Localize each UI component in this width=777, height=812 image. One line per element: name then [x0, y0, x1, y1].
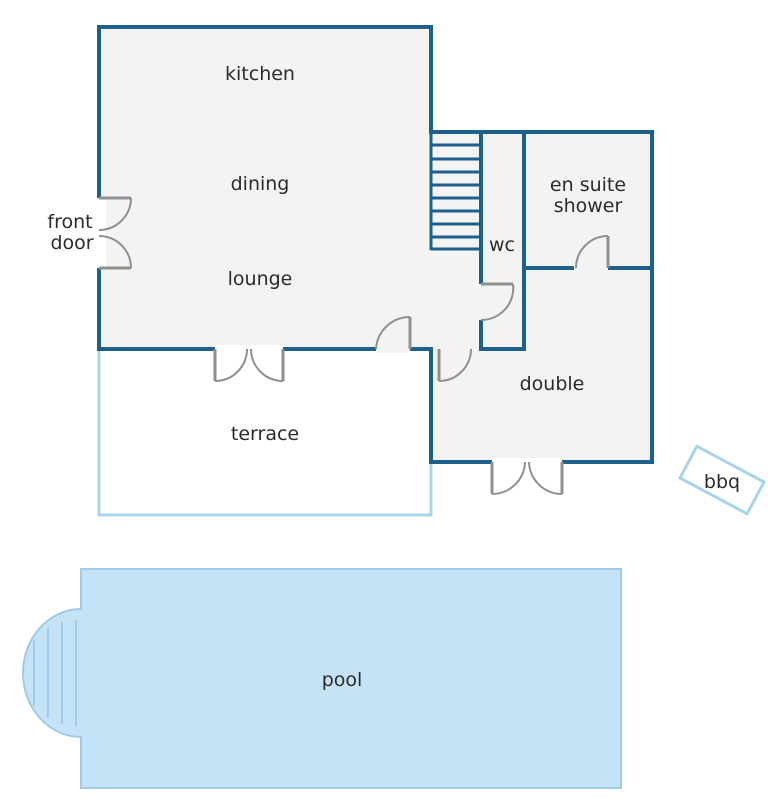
en-suite-label-line1: en suite: [550, 174, 626, 196]
pool-area: [22, 568, 622, 789]
lounge-corner-door: [375, 315, 412, 353]
pool-steps: [33, 620, 77, 726]
dining-label: dining: [231, 173, 290, 195]
pool-label: pool: [322, 669, 363, 691]
front-door-label-line2: door: [50, 232, 93, 254]
front-door-label-line1: front: [47, 211, 92, 233]
wc-door: [477, 282, 515, 322]
terrace-doors: [213, 345, 285, 382]
lounge-label: lounge: [228, 268, 293, 290]
wc-label: wc: [489, 234, 515, 256]
bbq-label: bbq: [704, 471, 740, 493]
staircase: [429, 132, 479, 251]
bedroom-patio-doors: [490, 458, 564, 495]
front-door: [92, 196, 132, 270]
double-label: double: [520, 373, 585, 395]
kitchen-label: kitchen: [225, 63, 295, 85]
bbq-unit: [677, 444, 767, 516]
terrace-label: terrace: [231, 423, 299, 445]
en-suite-door: [574, 235, 610, 272]
double-bedroom-door: [437, 348, 472, 382]
en-suite-label-line2: shower: [554, 195, 623, 217]
